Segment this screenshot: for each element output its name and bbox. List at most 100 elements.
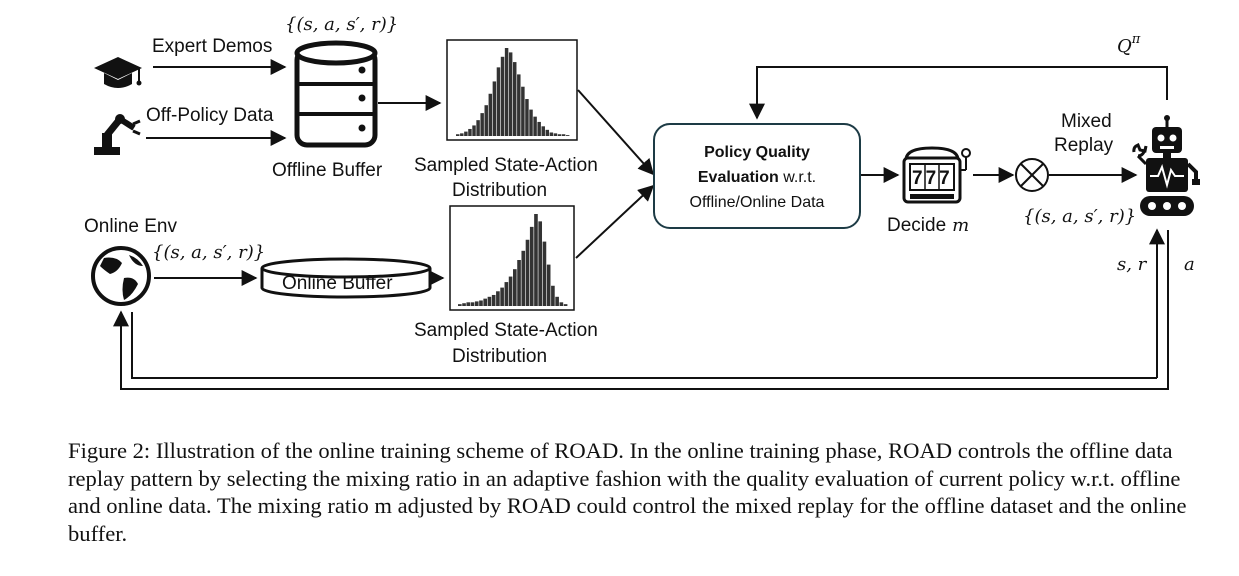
mixed-label: Mixed [1061,111,1112,132]
globe-icon [91,246,151,306]
histogram-bottom-bar [496,291,500,306]
q-pi-feedback-arrow [749,66,1168,120]
histogram-bottom-bar [542,241,547,306]
histogram-bottom-bar [551,285,555,306]
histogram-bottom-bar [517,260,521,306]
histogram-top-bar [460,133,464,136]
histogram-top-bar [480,113,484,136]
pqe-line3: Offline/Online Data [690,194,825,211]
histogram-top-bar [456,134,460,136]
histogram-bottom-bar [479,300,483,306]
slot-digits: 777 [912,168,953,189]
offline-buffer-label: Offline Buffer [272,160,383,181]
histogram-top-bar [484,105,488,136]
histogram-top-bar [525,99,529,136]
histogram-bottom-bar [546,264,551,306]
histogram-bottom-bar [521,250,526,306]
histogram-bottom-bar [525,239,530,306]
histogram-top-bar [488,93,493,136]
histogram-top-bar [537,121,541,136]
histogram-bottom-bar [504,282,509,306]
online-env-label: Online Env [84,216,177,237]
histogram-top-bar [529,109,533,136]
histogram-top-bar [468,128,472,136]
histogram-bottom-bar [559,302,564,306]
histogram-bottom-bar [458,304,462,306]
slot-machine-icon [902,146,971,204]
histogram-top-bar [504,48,509,136]
histogram-bottom-bar [555,296,559,306]
histogram-top-bar [508,52,513,136]
graduation-cap-icon [94,57,142,88]
pqe-line1: Policy Quality [704,144,810,161]
decide-var: m [952,215,969,236]
sampled-top-line1: Sampled State-Action [414,155,598,176]
pqe-line2-rest: w.r.t. [779,169,816,186]
histogram-top-bar [500,56,505,136]
histogram-top-bar [549,132,554,136]
histogram-bottom-bar [483,298,488,306]
histogram-bottom-bar [508,276,513,306]
histogram-bottom-bar [491,294,496,306]
histogram-top-bar [496,67,501,136]
histogram-bottom-bar [563,304,568,306]
histogram-top-bar [565,135,570,136]
tuple-mixed: {(s, a, s′, r)} [1023,206,1136,227]
histogram-bottom-bar [474,301,479,306]
s-r-label: s, r [1117,254,1148,275]
bottom-hist-to-eval-arrow [575,184,655,259]
robot-icon [1132,115,1200,216]
pqe-line2-bold: Evaluation [698,169,779,186]
expert-demos-label: Expert Demos [152,36,272,57]
pqe-line2: Evaluation w.r.t. [698,169,816,186]
replay-label: Replay [1054,135,1114,156]
histogram-top [446,39,578,141]
histogram-bottom-bar [462,303,466,306]
histogram-top-bar [557,134,562,136]
histogram-bottom-bar [470,302,475,306]
tuple-offline: {(s, a, s′, r)} [285,14,398,35]
histogram-top-bar [541,126,545,136]
action-to-env-arrow [113,230,1169,390]
histogram-bottom-bar [538,221,543,306]
sampled-top-line2: Distribution [452,180,547,201]
histogram-top-bar [561,134,566,136]
tuple-online: {(s, a, s′, r)} [152,242,265,263]
online-buffer-shape [260,257,432,299]
histogram-top-bar [517,74,521,136]
a-label: a [1184,254,1195,275]
histogram-top-bar [492,81,497,136]
q-label: Q [1117,36,1132,57]
pi-superscript: π [1131,32,1141,47]
figure-caption: Figure 2: Illustration of the online tra… [68,437,1188,547]
sampled-bottom-line2: Distribution [452,346,547,367]
q-pi-label: Qπ [1117,32,1141,57]
histogram-top-bar [521,86,525,136]
decide-label: Decide [887,215,946,236]
histogram-bottom [449,205,575,311]
database-icon [294,40,378,148]
histogram-bottom-bar [487,296,492,306]
histogram-top-bar [553,133,558,136]
robot-arm-icon [94,114,141,155]
histogram-top-bar [472,125,476,136]
histogram-top-bar [545,129,550,136]
sampled-bottom-line1: Sampled State-Action [414,320,598,341]
histogram-bottom-bar [529,226,534,306]
histogram-bottom-bar [466,302,471,306]
histogram-top-bar [464,131,468,136]
histogram-bottom-bar [513,269,517,306]
histogram-top-bar [513,62,517,136]
mixer-icon [1015,158,1049,192]
caption-text: Figure 2: Illustration of the online tra… [68,438,1187,546]
top-hist-to-eval-arrow [577,89,655,176]
policy-quality-evaluation-box [653,123,861,229]
histogram-top-bar [476,120,480,136]
histogram-bottom-bar [500,287,504,306]
road-diagram: Expert Demos {(s, a, s′, r)} Off-Policy … [84,14,1200,390]
s-r-env-line [131,312,1157,379]
online-buffer-label: Online Buffer [282,273,393,294]
histogram-top-bar [533,116,537,136]
off-policy-data-label: Off-Policy Data [146,105,274,126]
